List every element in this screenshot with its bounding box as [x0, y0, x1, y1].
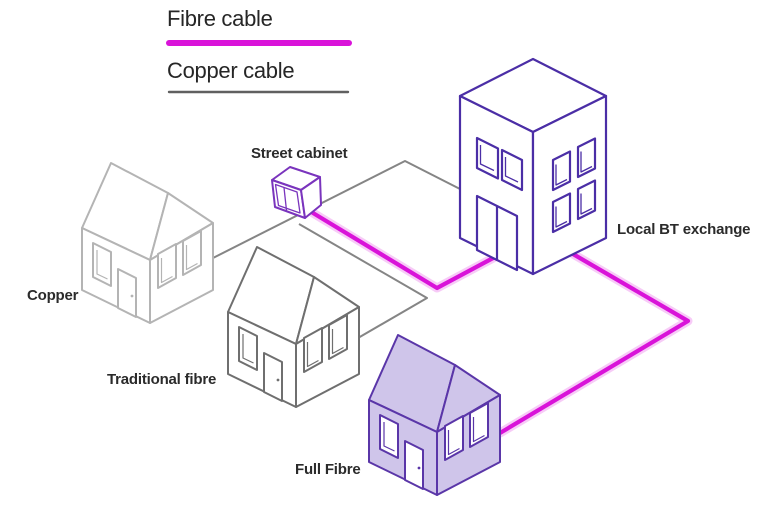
local-bt-exchange-label: Local BT exchange [617, 221, 751, 238]
local-bt-exchange-building [458, 57, 608, 276]
traditional-fibre-house [228, 247, 359, 407]
fibre-cable-exchange-full-fibre [497, 251, 691, 436]
copper-cable-exchange-cabinet-copper-house [212, 160, 461, 259]
legend-copper-label: Copper cable [167, 58, 295, 83]
street-cabinet-label: Street cabinet [251, 145, 348, 162]
street-cabinet-box [271, 166, 322, 219]
full-fibre-house [369, 335, 500, 495]
copper-cable-cabinet-traditional-house [298, 223, 428, 339]
copper-house [82, 163, 213, 323]
legend-fibre-label: Fibre cable [167, 6, 273, 31]
fibre-cable-exchange-cabinet [310, 210, 498, 291]
full-fibre-house-label: Full Fibre [295, 461, 361, 478]
fibre-cable-exchange-full-fibre-glow [495, 249, 693, 438]
copper-house-label: Copper [27, 287, 79, 304]
traditional-fibre-house-label: Traditional fibre [107, 371, 217, 388]
